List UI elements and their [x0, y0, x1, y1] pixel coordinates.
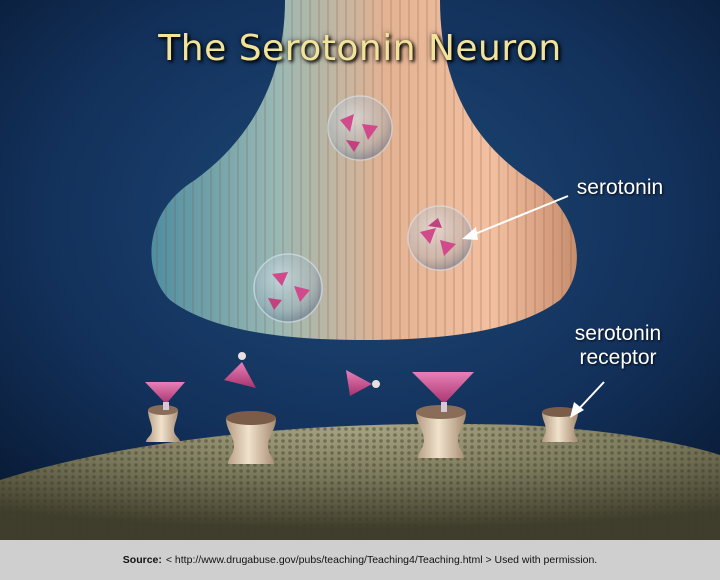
receptor-4 — [542, 407, 578, 442]
source-label: Source: — [122, 554, 162, 566]
arrow-serotonin — [462, 195, 569, 240]
postsynaptic-membrane — [0, 423, 720, 540]
label-serotonin-receptor: serotonin receptor — [548, 322, 688, 370]
source-text: < http://www.drugabuse.gov/pubs/teaching… — [165, 554, 598, 566]
vesicle-right — [407, 205, 473, 271]
bound-serotonin-3 — [412, 372, 474, 412]
synapse-scene — [0, 0, 720, 540]
arrow-receptor — [570, 381, 605, 418]
receptor-3 — [416, 405, 466, 458]
label-receptor-line2: receptor — [579, 346, 657, 369]
label-receptor-line1: serotonin — [574, 322, 662, 345]
vesicle-top — [327, 95, 393, 161]
label-serotonin: serotonin — [576, 176, 664, 199]
source-footer: Source: < http://www.drugabuse.gov/pubs/… — [0, 540, 720, 580]
free-serotonin-1 — [224, 352, 256, 388]
vesicle-left — [253, 253, 323, 323]
receptor-2 — [226, 411, 276, 464]
diagram-title: The Serotonin Neuron — [158, 28, 562, 69]
receptor-1 — [146, 405, 180, 442]
bound-serotonin-1 — [145, 382, 185, 410]
free-serotonin-2 — [346, 370, 380, 396]
presynaptic-neuron-terminal — [151, 0, 577, 340]
